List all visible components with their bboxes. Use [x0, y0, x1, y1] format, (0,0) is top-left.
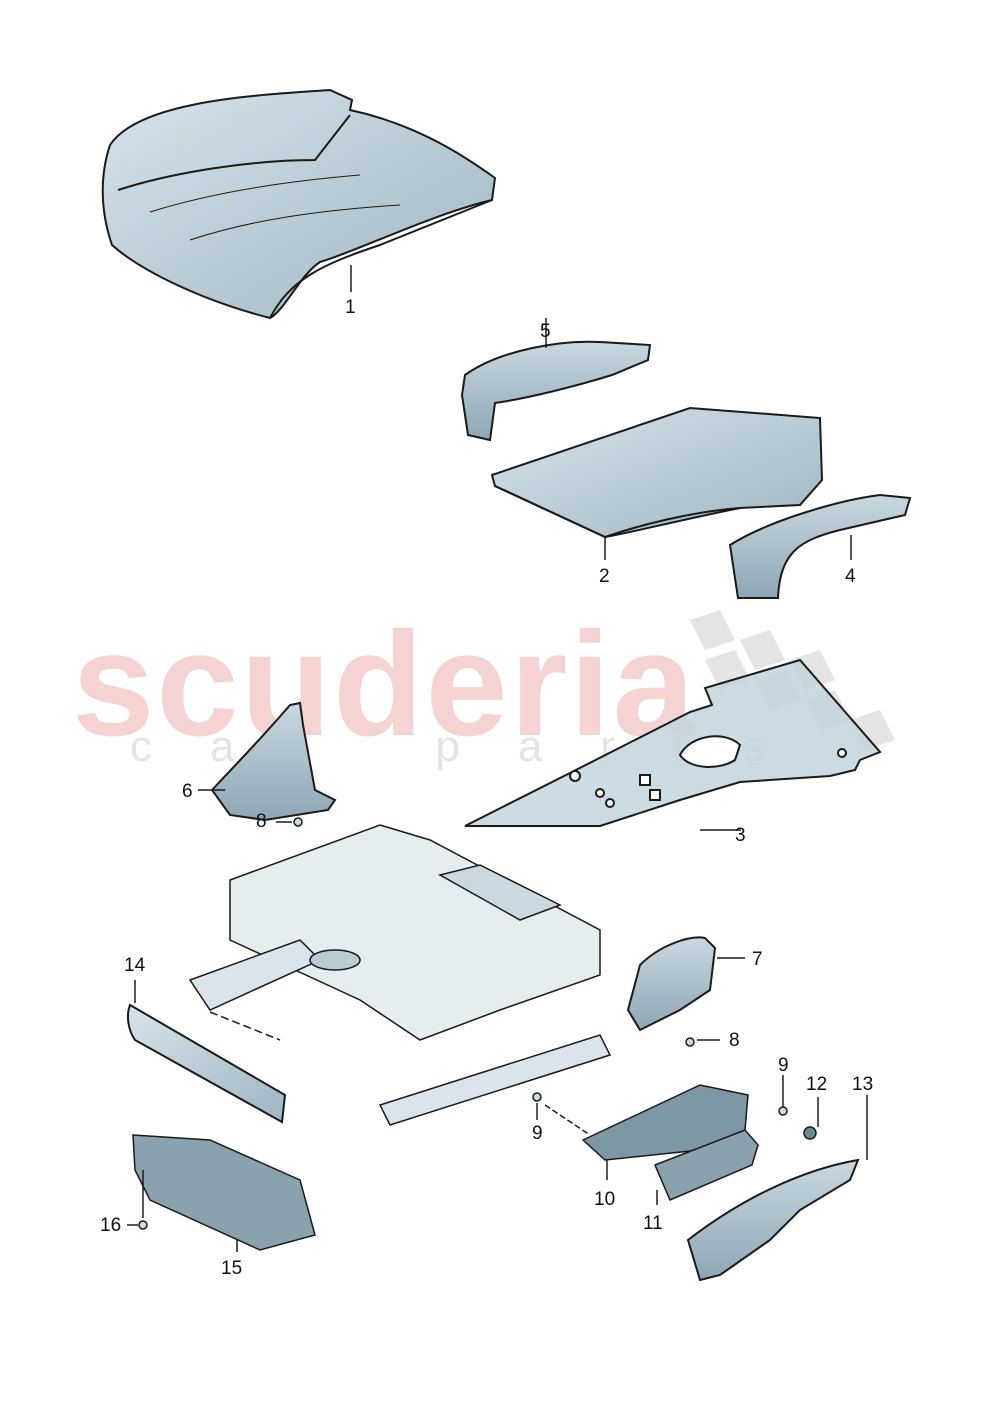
callout-8-upper: 8	[256, 811, 267, 832]
part-6-trim-panel	[198, 701, 337, 822]
part-15-control-module	[132, 1134, 316, 1252]
callout-9-left: 9	[532, 1123, 543, 1144]
callout-14: 14	[124, 955, 146, 976]
part-7-side-cover	[626, 936, 745, 1032]
part-8-screw-upper	[276, 817, 303, 827]
callout-15: 15	[221, 1258, 243, 1279]
part-1-seat-cushion-cover	[101, 88, 497, 320]
part-13-side-trim	[686, 1095, 868, 1282]
callout-13: 13	[852, 1074, 874, 1095]
part-5-bolster	[460, 318, 652, 442]
callout-8-lower: 8	[729, 1030, 740, 1051]
part-14-trim-strip	[126, 980, 287, 1124]
callout-16: 16	[100, 1215, 122, 1236]
part-16-screw	[127, 1170, 148, 1230]
part-9-screw-right	[778, 1075, 788, 1116]
part-9-screw-left	[532, 1092, 591, 1136]
part-11-switch	[654, 1129, 759, 1205]
callout-12: 12	[806, 1074, 828, 1095]
callout-1: 1	[345, 297, 356, 318]
callout-3: 3	[735, 825, 746, 846]
part-12-nut	[803, 1097, 819, 1140]
part-3-heating-mat	[464, 658, 882, 831]
callout-5: 5	[540, 321, 551, 342]
callout-7: 7	[752, 949, 763, 970]
seat-frame	[188, 824, 612, 1126]
callout-2: 2	[599, 566, 610, 587]
part-2-cushion-pad	[490, 406, 824, 560]
callout-4: 4	[845, 566, 856, 587]
callout-6: 6	[182, 781, 193, 802]
callout-11: 11	[643, 1213, 663, 1234]
callout-9-right: 9	[778, 1055, 789, 1076]
callout-10: 10	[594, 1189, 616, 1210]
part-8-screw-lower	[685, 1037, 720, 1047]
part-4-bolster	[728, 493, 912, 599]
